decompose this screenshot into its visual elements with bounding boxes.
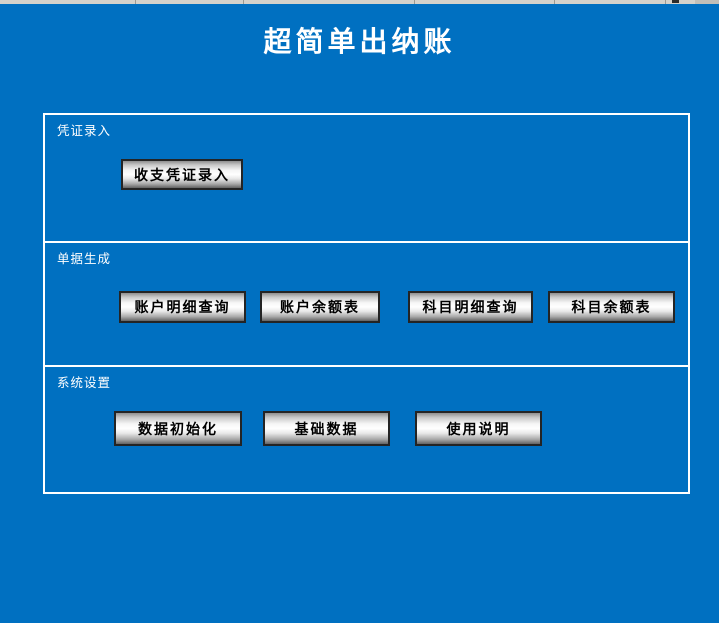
cell-selection-mark: [672, 0, 679, 3]
section-divider: [45, 365, 688, 367]
data-initialization-button[interactable]: 数据初始化: [114, 411, 242, 446]
column-border-tick: [243, 0, 244, 4]
section-divider: [45, 241, 688, 243]
column-border-tick: [665, 0, 666, 4]
column-border-tick: [414, 0, 415, 4]
voucher-entry-button[interactable]: 收支凭证录入: [121, 159, 243, 190]
section-label-document-generation: 单据生成: [57, 252, 112, 266]
column-border-tick: [554, 0, 555, 4]
section-label-system-settings: 系统设置: [57, 376, 112, 390]
menu-panel: 凭证录入 收支凭证录入 单据生成 账户明细查询 账户余额表 科目明细查询 科目余…: [43, 113, 690, 494]
basic-data-button[interactable]: 基础数据: [263, 411, 390, 446]
section-label-voucher-entry: 凭证录入: [57, 124, 112, 138]
subject-balance-table-button[interactable]: 科目余额表: [548, 291, 675, 323]
subject-detail-query-button[interactable]: 科目明细查询: [408, 291, 533, 323]
account-detail-query-button[interactable]: 账户明细查询: [119, 291, 246, 323]
column-border-tick: [135, 0, 136, 4]
spreadsheet-top-row: [0, 0, 719, 4]
page-title: 超简单出纳账: [263, 25, 456, 58]
account-balance-table-button[interactable]: 账户余额表: [260, 291, 380, 323]
usage-instructions-button[interactable]: 使用说明: [415, 411, 542, 446]
spreadsheet-top-row-right-segment: [695, 0, 719, 4]
